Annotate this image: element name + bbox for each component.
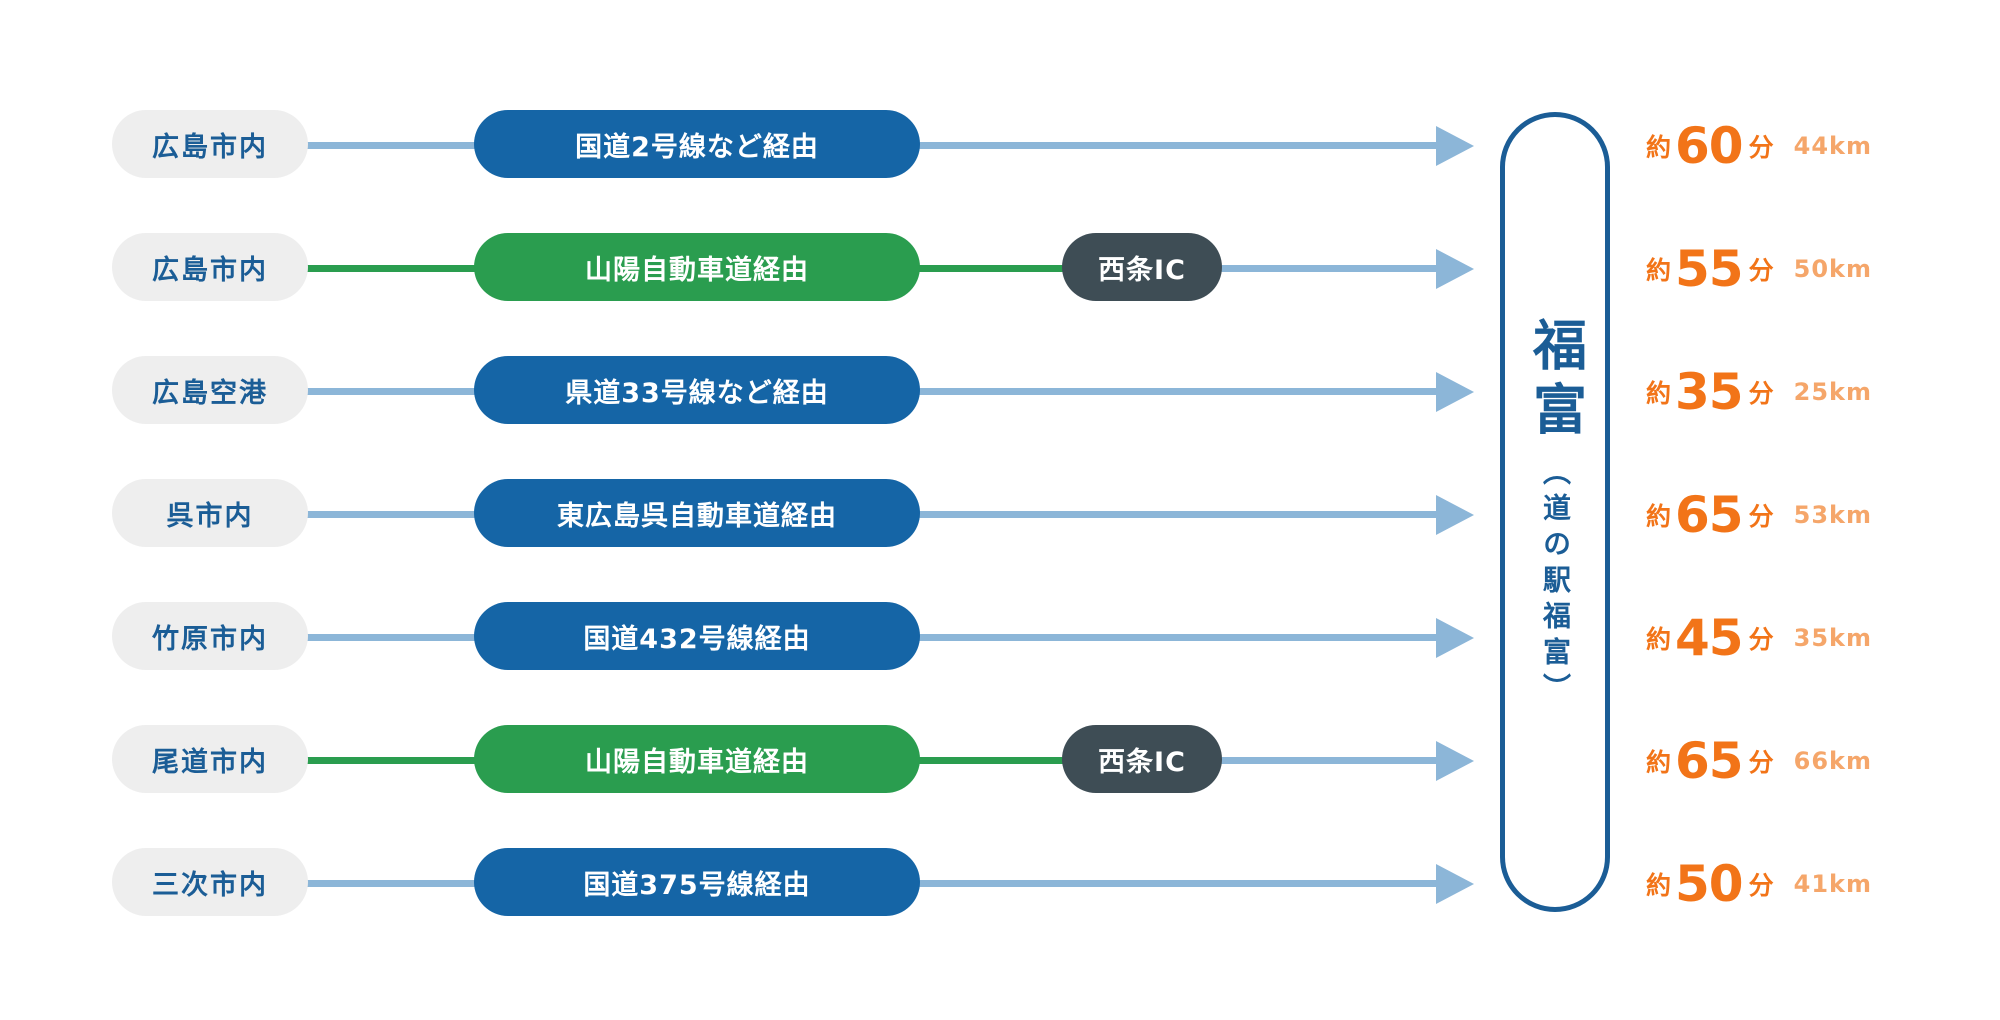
time-prefix: 約 <box>1646 502 1672 531</box>
time-minutes: 50 <box>1675 855 1744 913</box>
time-prefix: 約 <box>1646 748 1672 777</box>
time-unit: 分 <box>1748 625 1774 654</box>
via-route-label: 山陽自動車道経由 <box>474 725 920 793</box>
time-prefix: 約 <box>1646 379 1672 408</box>
time-minutes: 45 <box>1675 609 1744 667</box>
time-unit: 分 <box>1748 871 1774 900</box>
origin-label: 竹原市内 <box>112 602 308 670</box>
arrow-right-icon <box>1436 495 1474 535</box>
time-minutes: 55 <box>1675 240 1744 298</box>
origin-label: 広島市内 <box>112 233 308 301</box>
destination-box: 福富 （道の駅福富） <box>1500 112 1610 912</box>
arrow-right-icon <box>1436 741 1474 781</box>
time-minutes: 65 <box>1675 486 1744 544</box>
via-route-label: 東広島呉自動車道経由 <box>474 479 920 547</box>
interchange-label: 西条IC <box>1062 725 1222 793</box>
time-minutes: 60 <box>1675 117 1744 175</box>
distance-label: 35km <box>1793 624 1872 652</box>
time-unit: 分 <box>1748 502 1774 531</box>
via-route-label: 国道375号線経由 <box>474 848 920 916</box>
arrow-right-icon <box>1436 618 1474 658</box>
origin-label: 呉市内 <box>112 479 308 547</box>
origin-label: 広島市内 <box>112 110 308 178</box>
arrow-right-icon <box>1436 864 1474 904</box>
via-route-label: 国道432号線経由 <box>474 602 920 670</box>
time-unit: 分 <box>1748 256 1774 285</box>
interchange-label: 西条IC <box>1062 233 1222 301</box>
arrow-right-icon <box>1436 126 1474 166</box>
origin-label: 広島空港 <box>112 356 308 424</box>
time-unit: 分 <box>1748 133 1774 162</box>
time-prefix: 約 <box>1646 133 1672 162</box>
via-route-label: 国道2号線など経由 <box>474 110 920 178</box>
destination-name: 福富 <box>1523 317 1587 445</box>
destination-subtitle: （道の駅福富） <box>1539 457 1572 709</box>
origin-label: 尾道市内 <box>112 725 308 793</box>
distance-label: 66km <box>1793 747 1872 775</box>
distance-label: 41km <box>1793 870 1872 898</box>
time-prefix: 約 <box>1646 256 1672 285</box>
time-unit: 分 <box>1748 379 1774 408</box>
distance-label: 50km <box>1793 255 1872 283</box>
time-unit: 分 <box>1748 748 1774 777</box>
distance-label: 44km <box>1793 132 1872 160</box>
time-minutes: 35 <box>1675 363 1744 421</box>
distance-label: 53km <box>1793 501 1872 529</box>
time-prefix: 約 <box>1646 871 1672 900</box>
time-minutes: 65 <box>1675 732 1744 790</box>
arrow-right-icon <box>1436 372 1474 412</box>
time-prefix: 約 <box>1646 625 1672 654</box>
via-route-label: 山陽自動車道経由 <box>474 233 920 301</box>
via-route-label: 県道33号線など経由 <box>474 356 920 424</box>
arrow-right-icon <box>1436 249 1474 289</box>
distance-label: 25km <box>1793 378 1872 406</box>
origin-label: 三次市内 <box>112 848 308 916</box>
